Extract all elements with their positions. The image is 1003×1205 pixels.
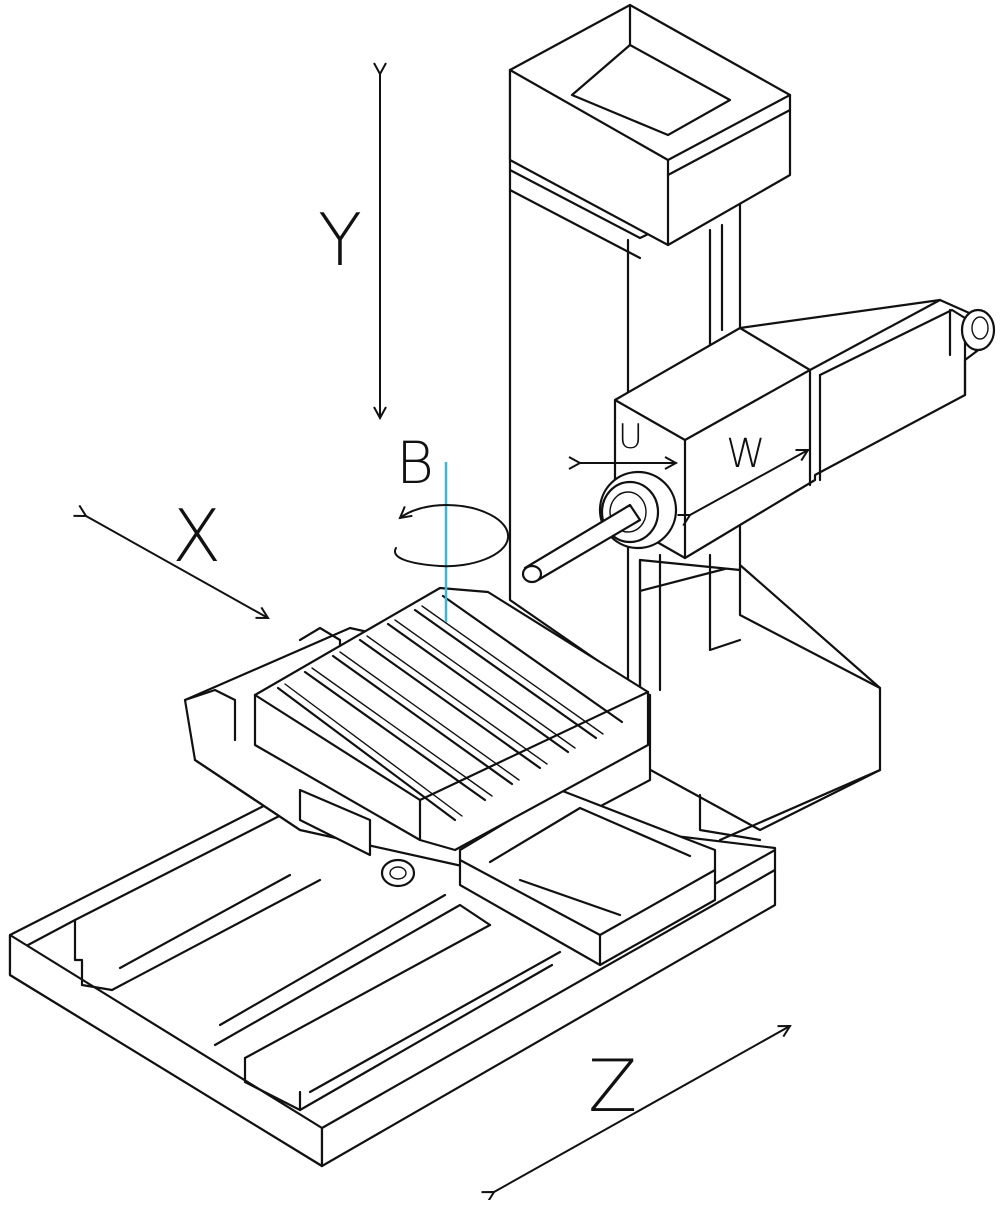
rotary-table <box>253 586 650 852</box>
b-axis-label: B <box>396 429 434 497</box>
x-axis-label: X <box>172 494 222 578</box>
u-axis-label: U <box>618 417 643 457</box>
w-axis-arrow <box>690 450 808 515</box>
counterweight-box <box>508 3 792 247</box>
z-axis-arrow <box>494 1026 790 1192</box>
w-axis-label: W <box>726 431 766 477</box>
b-rotation-arrow <box>393 504 510 568</box>
z-axis-label: Z <box>588 1044 638 1128</box>
y-axis-label: Y <box>318 198 362 282</box>
boring-spindle <box>521 503 642 584</box>
x-axis-arrow <box>86 516 268 618</box>
